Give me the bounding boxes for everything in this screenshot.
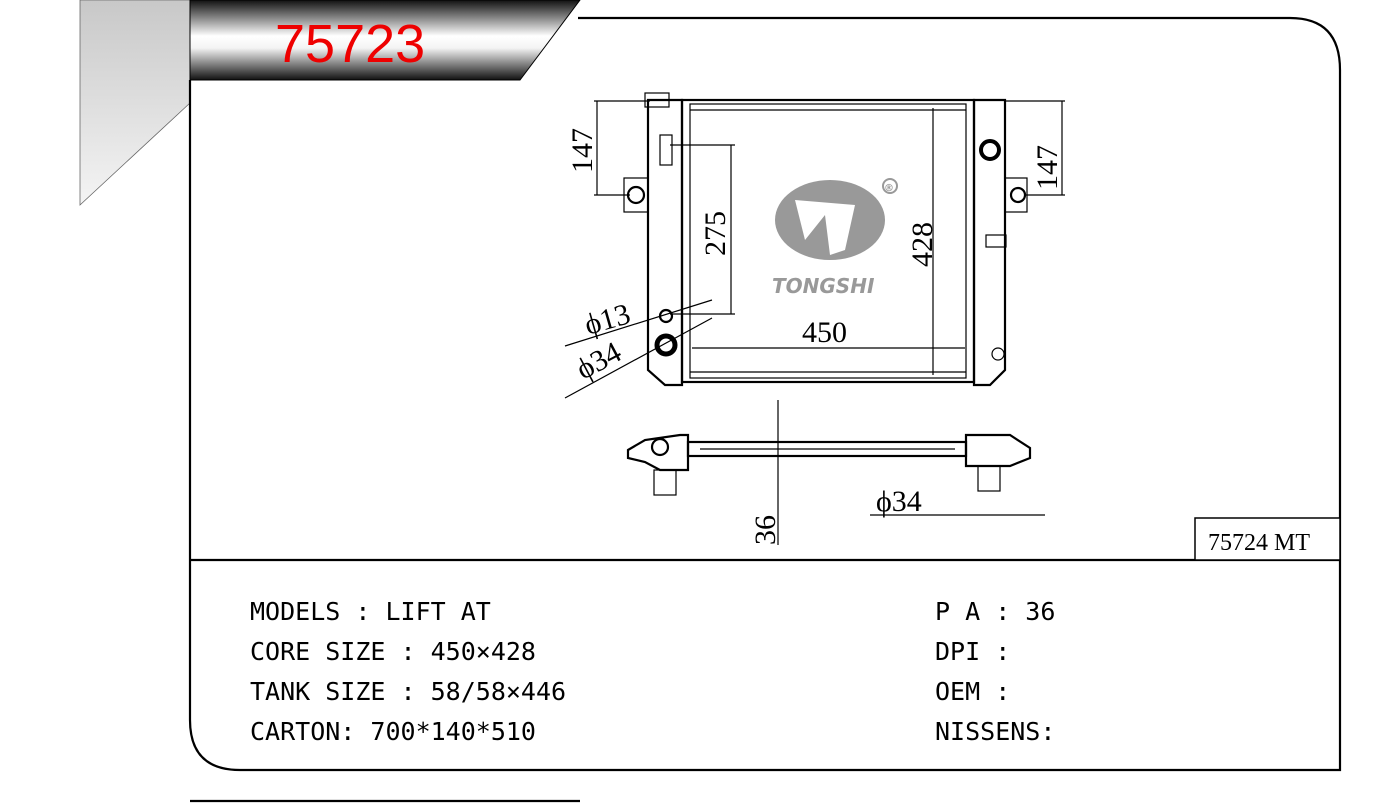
dim-right-147: 147 [1031,145,1064,190]
frame-border [188,16,1342,772]
spec-pa: P A : 36 [935,597,1055,626]
alt-label: 75724 MT [1208,530,1310,556]
tongshi-logo: ® TONGSHI [772,178,898,298]
dimension-lines [564,100,1065,399]
spec-oem: OEM : [935,677,1010,706]
svg-text:TONGSHI: TONGSHI [772,274,875,298]
title-band [189,0,581,81]
radiator-top-view [626,400,1045,545]
spec-models: MODELS : LIFT AT [250,597,491,626]
spec-tank-size: TANK SIZE : 58/58×446 [250,677,566,706]
part-number: 75723 [275,14,425,74]
dim-275: 275 [699,211,732,256]
side-panel [79,0,191,206]
dim-phi13: ϕ13 [581,297,634,341]
dim-phi34-bottom: ϕ34 [876,485,922,518]
spec-core-size: CORE SIZE : 450×428 [250,637,536,666]
svg-text:®: ® [884,183,894,194]
spec-dpi: DPI : [935,637,1010,666]
dim-36: 36 [749,515,782,545]
dim-phi34-left: ϕ34 [571,336,627,387]
alt-label-box [1194,517,1341,561]
dim-left-147: 147 [566,128,599,173]
spec-nissens: NISSENS: [935,717,1055,746]
dim-428: 428 [906,222,939,267]
spec-carton: CARTON: 700*140*510 [250,717,536,746]
dim-450: 450 [802,316,847,349]
